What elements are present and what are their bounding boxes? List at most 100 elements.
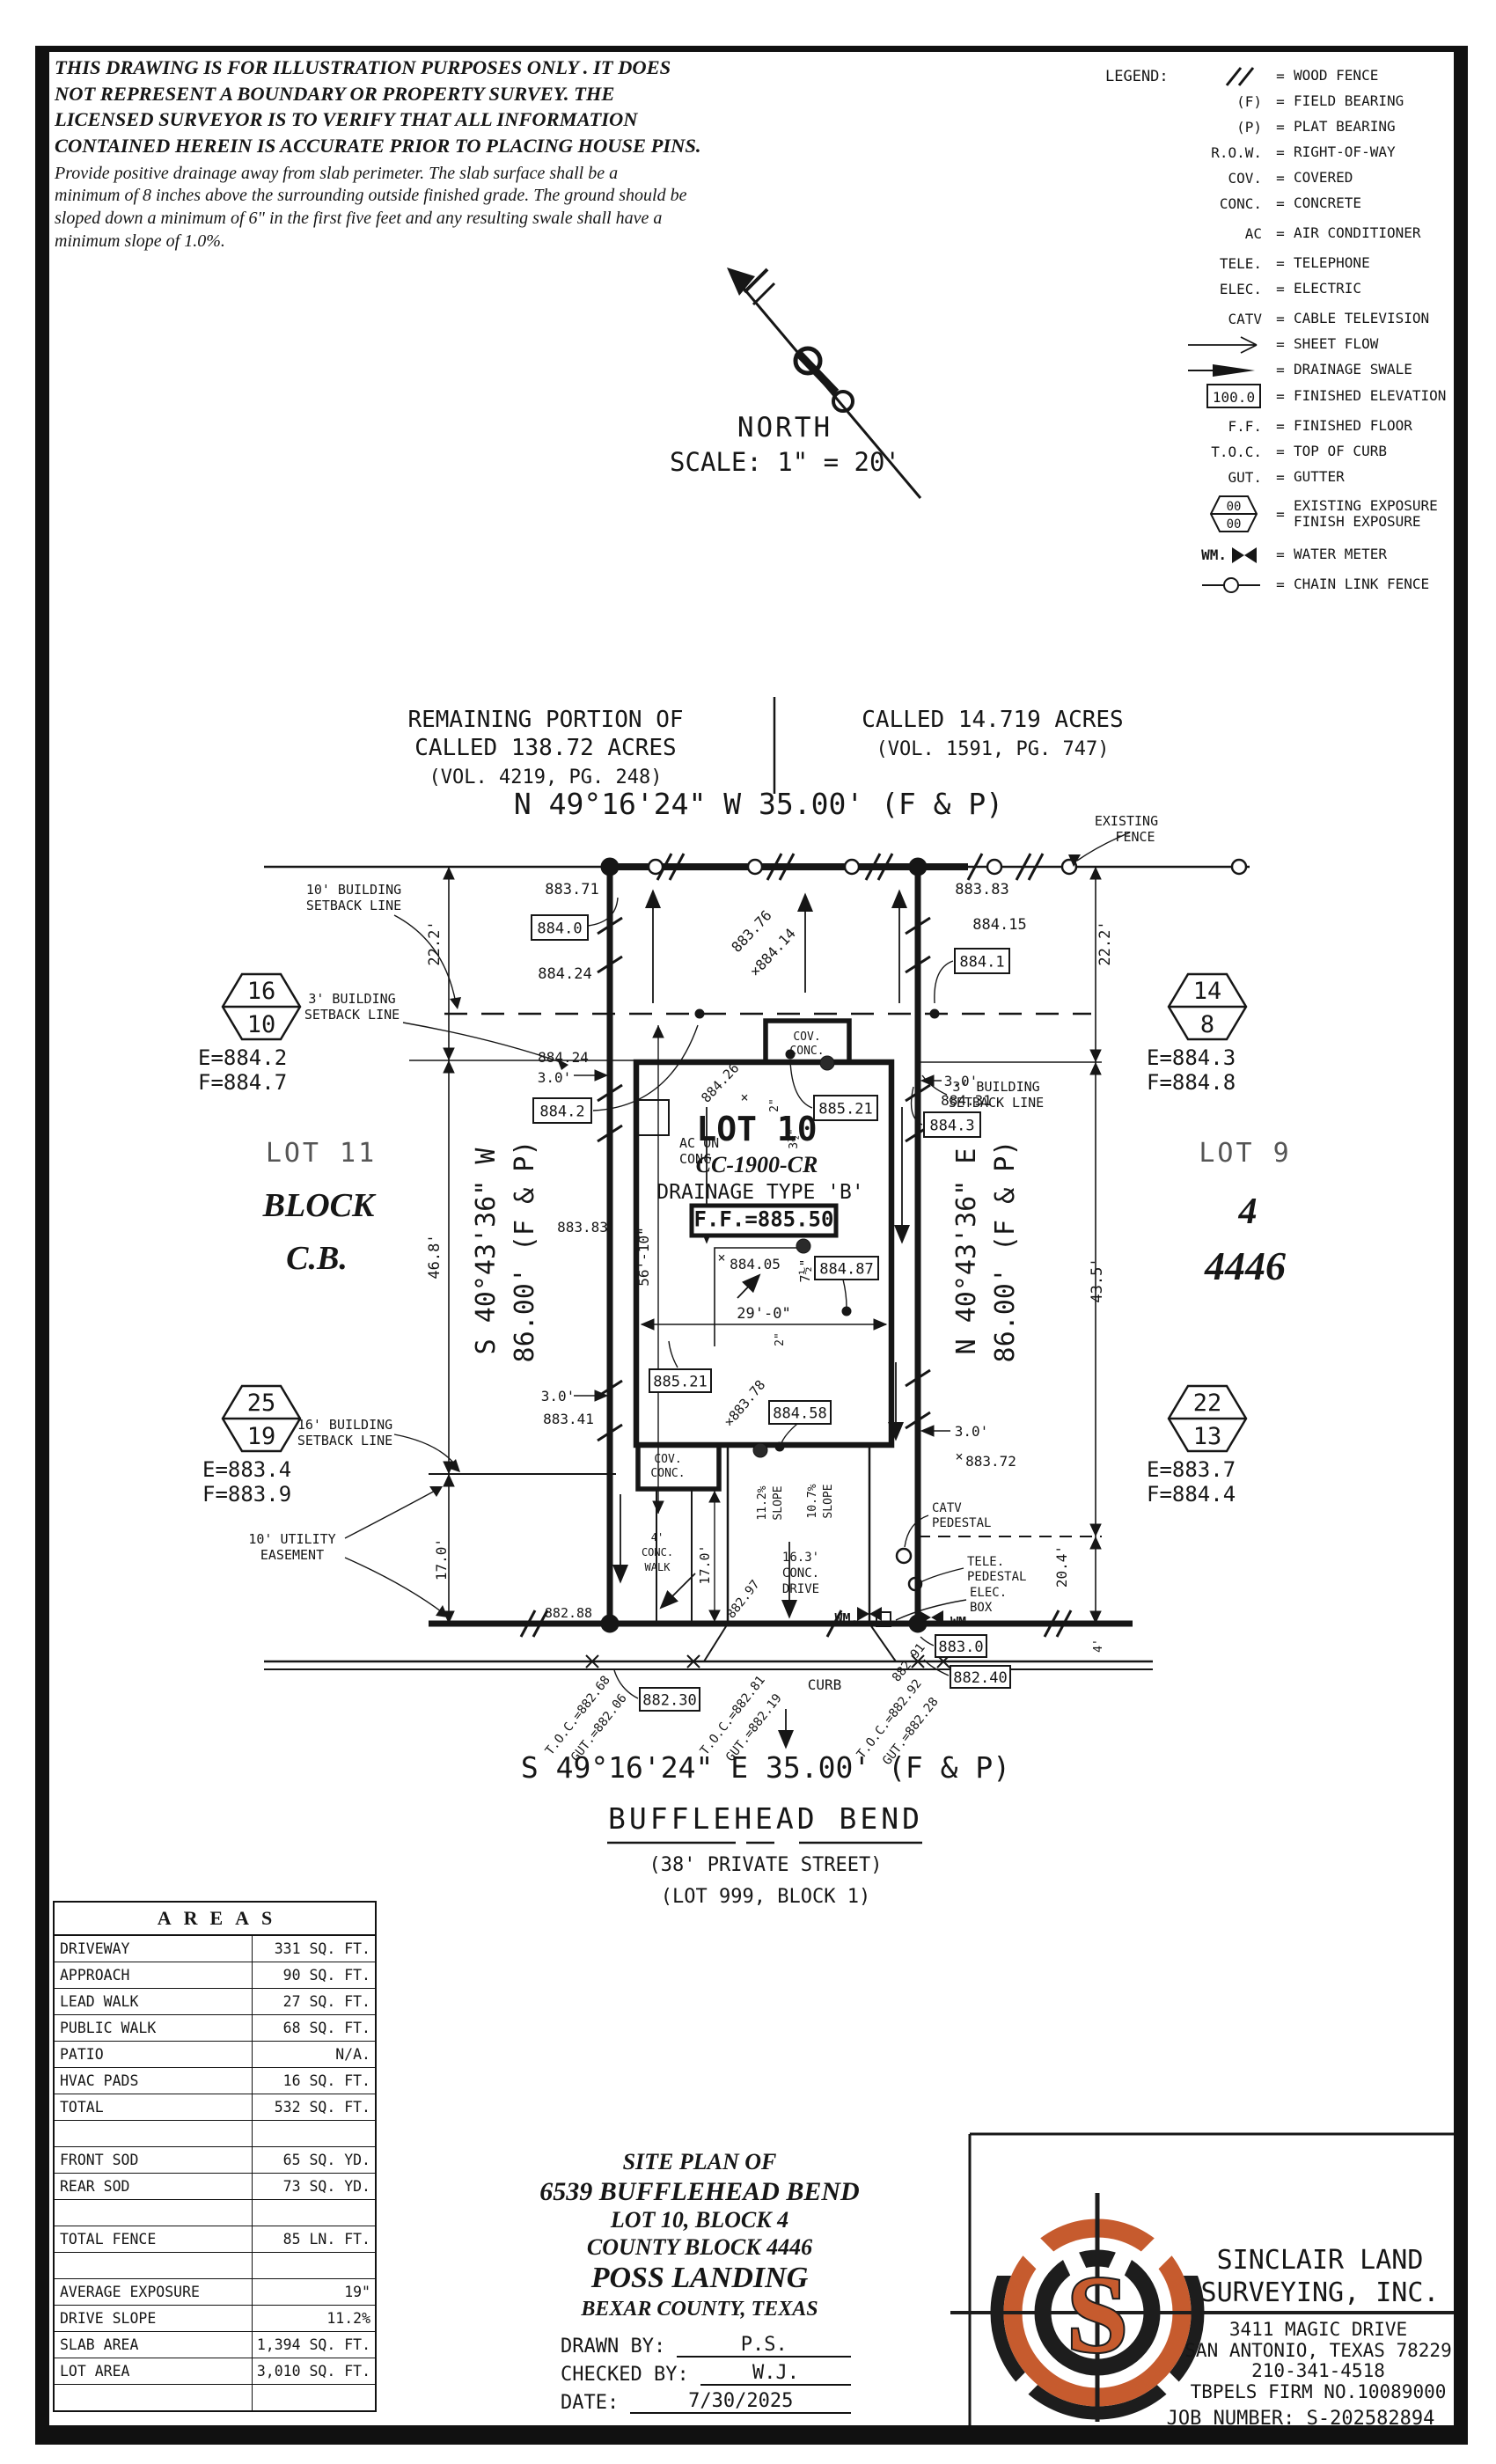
legend-label: EXISTING EXPOSURE FINISH EXPOSURE (1294, 496, 1438, 530)
bearing-north: N 49°16'24" W 35.00' (F & P) (514, 787, 1003, 821)
dim-22-2-right: 22.2' (1096, 920, 1114, 965)
legend-symbol (1181, 574, 1267, 597)
legend-equals: = (1276, 119, 1285, 136)
surveyor-name-line2: SURVEYING, INC. (1200, 2277, 1440, 2308)
areas-row-label (55, 2200, 253, 2226)
dim-2in: 2" (774, 1332, 787, 1346)
called-acres-vol: (VOL. 1591, PG. 747) (876, 738, 1110, 760)
drive-slope-label: SLOPE (822, 1484, 835, 1518)
drawn-by-label: DRAWN BY: (561, 2335, 678, 2358)
legend-equals: = (1276, 505, 1285, 523)
leader-lines (344, 832, 1131, 1699)
bearing-east-side: N 40°43'36" E (951, 1148, 982, 1355)
date-row: DATE: 7/30/2025 (561, 2390, 851, 2414)
legend-label: ELECTRIC (1294, 280, 1362, 297)
exposure-e: E=884.3 (1147, 1045, 1236, 1070)
chain-link-icon (1200, 574, 1262, 597)
title-block-line: SITE PLAN OF (622, 2149, 777, 2174)
areas-row-value: 11.2% (326, 2310, 370, 2327)
spot-elev: 883.83 (955, 881, 1008, 898)
areas-row-label: LEAD WALK (55, 1989, 253, 2014)
legend-symbol: CATV (1228, 311, 1262, 327)
finished-elev-box-value: 884.87 (819, 1261, 873, 1279)
lot-11: LOT 11 (266, 1138, 377, 1169)
exposure-existing-value: 16 (247, 978, 276, 1005)
setback-10-label: SETBACK LINE (306, 898, 401, 913)
finished-elev-box: 884.3 (923, 1111, 981, 1138)
dim-56-10: 56'-10" (635, 1227, 652, 1286)
legend-label: DRAINAGE SWALE (1294, 361, 1412, 378)
title-block-line: 6539 BUFFLEHEAD BEND (539, 2176, 860, 2206)
legend-item: T.O.C.=TOP OF CURB (1181, 439, 1457, 465)
svg-text:00: 00 (1227, 517, 1242, 532)
finished-elevation-icon: 100.0 (1206, 383, 1262, 409)
dim-17-0: 17.0' (433, 1538, 450, 1580)
legend-label: TOP OF CURB (1294, 443, 1387, 460)
spot-elev: 883.83 (557, 1219, 608, 1236)
street-lot: (LOT 999, BLOCK 1) (661, 1886, 870, 1908)
finished-elev-box-value: 884.3 (929, 1118, 974, 1135)
lot-number: LOT 10 (696, 1110, 817, 1148)
water-meter-label: WM. (950, 1614, 974, 1630)
legend-equals: = (1276, 469, 1285, 486)
areas-row-label: APPROACH (55, 1962, 253, 1988)
legend-symbol: WM. (1181, 544, 1267, 567)
areas-row-label: DRIVEWAY (55, 1936, 253, 1962)
legend-symbol (1181, 359, 1267, 382)
remaining-portion-line2: CALLED 138.72 ACRES (414, 735, 676, 761)
sheet-flow-icon (1186, 334, 1262, 356)
disclaimer-paragraph: THIS DRAWING IS FOR ILLUSTRATION PURPOSE… (55, 56, 701, 158)
spot-elev: 882.88 (545, 1605, 592, 1621)
areas-row (55, 2252, 375, 2278)
legend-label: COVERED (1294, 169, 1353, 187)
areas-row-label: TOTAL (55, 2094, 253, 2120)
dim-22-2-left: 22.2' (426, 920, 444, 965)
legend-label: CHAIN LINK FENCE (1294, 576, 1430, 593)
setback-3-right-label: 3' BUILDING (952, 1079, 1039, 1095)
setback-10-label: 10' BUILDING (306, 882, 401, 898)
legend-equals: = (1276, 144, 1285, 161)
spot-elev: 884.15 (972, 916, 1026, 934)
areas-row-label: AVERAGE EXPOSURE (55, 2279, 253, 2305)
plan-number: CC-1900-CR (696, 1152, 818, 1177)
utility-easement-label: 10' UTILITY (248, 1531, 335, 1547)
surveyor-street: 3411 MAGIC DRIVE (1228, 2319, 1408, 2340)
legend-label: WATER METER (1294, 546, 1387, 563)
scale-label: SCALE: 1" = 20' (670, 447, 900, 477)
drawn-by-row: DRAWN BY: P.S. (561, 2334, 851, 2358)
areas-table-title: AREAS (55, 1903, 375, 1936)
finished-elev-box-value: 884.2 (539, 1104, 584, 1121)
dim-3-0: 3.0' (541, 1388, 576, 1404)
legend-symbol: T.O.C. (1211, 444, 1262, 460)
elec-box-label: ELEC. (970, 1586, 1007, 1600)
called-acres: CALLED 14.719 ACRES (862, 707, 1123, 733)
remaining-portion-line1: REMAINING PORTION OF (407, 707, 683, 733)
exposure-e: E=884.2 (198, 1045, 287, 1070)
north-label: NORTH (737, 412, 833, 444)
finished-elev-box: 882.40 (950, 1665, 1011, 1689)
spot-elev: 882.97 (724, 1578, 763, 1622)
legend-label: RIGHT-OF-WAY (1294, 143, 1396, 161)
x-mark: × (955, 1448, 963, 1464)
areas-row (55, 2199, 375, 2226)
bearing-south: S 49°16'24" E 35.00' (F & P) (521, 1750, 1010, 1785)
county-block-4446: 4446 (1204, 1243, 1286, 1288)
legend-label: CABLE TELEVISION (1294, 310, 1430, 327)
drainage-type: DRAINAGE TYPE 'B' (656, 1181, 863, 1204)
drawn-by-value: P.S. (677, 2334, 851, 2358)
dim-3-0: 3.0' (955, 1423, 989, 1440)
areas-row-label: DRIVE SLOPE (55, 2306, 253, 2331)
exposure-hexagon: 148 (1167, 972, 1248, 1041)
areas-row-value: 3,010 SQ. FT. (256, 2363, 370, 2380)
areas-row-label: REAR SOD (55, 2174, 253, 2199)
water-meter-label: WM. (834, 1610, 858, 1626)
dimension-lines (443, 866, 1102, 1624)
lot-boundary (429, 857, 1133, 1638)
legend-label: GUTTER (1294, 468, 1345, 486)
legend-item: TELE.=TELEPHONE (1181, 251, 1457, 276)
exposure-existing-value: 22 (1193, 1390, 1222, 1417)
spot-elev: 882.91 (890, 1641, 928, 1685)
